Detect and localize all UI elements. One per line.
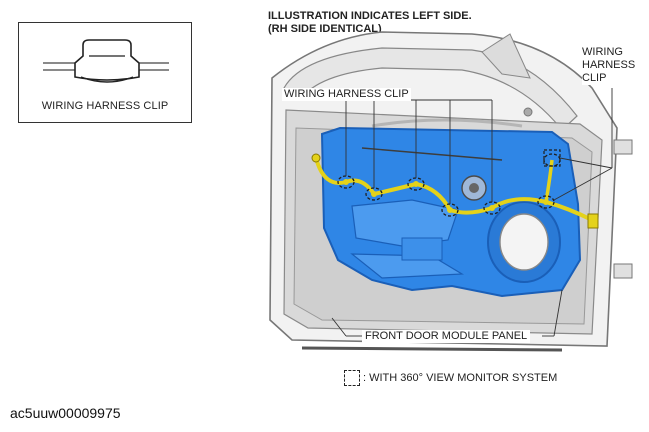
right-callout-line1: WIRING — [582, 46, 623, 58]
upper-hinge — [613, 139, 633, 155]
clip-detail-drawing — [43, 39, 169, 83]
illustration-note-line1: ILLUSTRATION INDICATES LEFT SIDE. — [268, 10, 472, 22]
door-sill — [301, 346, 563, 352]
clip-detail-label: WIRING HARNESS CLIP — [41, 100, 169, 112]
illustration-note: ILLUSTRATION INDICATES LEFT SIDE. (RH SI… — [268, 10, 472, 36]
lower-hinge — [613, 263, 633, 279]
harness-connector — [311, 153, 321, 163]
front-door-module-panel-callout: FRONT DOOR MODULE PANEL — [362, 330, 531, 343]
right-callout-line2: HARNESS — [582, 59, 636, 71]
panel-bracket — [401, 237, 443, 261]
regulator-gear — [469, 183, 479, 193]
wiring-harness-clip-callout-left: WIRING HARNESS CLIP — [282, 88, 411, 101]
figure-id: ac5uuw00009975 — [10, 405, 121, 421]
legend-text: : WITH 360° VIEW MONITOR SYSTEM — [363, 372, 558, 384]
illustration-note-line2: (RH SIDE IDENTICAL) — [268, 23, 382, 35]
right-callout-line3: CLIP — [582, 72, 607, 84]
clip-detail-inset: WIRING HARNESS CLIP — [18, 22, 192, 123]
wiring-harness-clip-callout-right: WIRING HARNESS CLIP — [582, 46, 636, 85]
panel-recess-left — [351, 199, 459, 247]
mirror-mount — [481, 33, 531, 79]
wiring-harness-branch — [544, 159, 554, 203]
clip-marker-6 — [537, 195, 555, 209]
monitor-system-marker — [543, 149, 561, 167]
regulator-rail — [361, 147, 503, 161]
harness-end-connector — [587, 213, 599, 229]
cable-anchor — [523, 107, 533, 117]
door-cable — [371, 118, 523, 128]
door-illustration — [269, 31, 633, 352]
legend-dashed-box-icon — [344, 370, 360, 386]
speaker-cone — [499, 213, 549, 271]
